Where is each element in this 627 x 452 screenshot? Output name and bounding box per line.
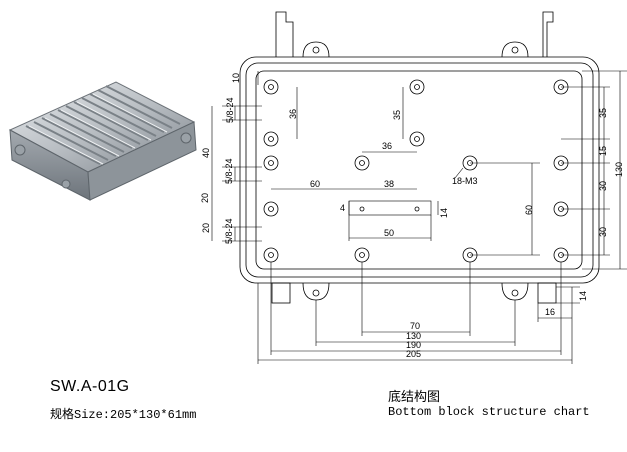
bottom-left-tab bbox=[271, 282, 291, 304]
dim-left-thread-b: 5/8-24 bbox=[224, 158, 234, 184]
housing-inner-outline bbox=[245, 62, 594, 278]
mounting-holes bbox=[263, 79, 569, 263]
bottom-right-ear bbox=[501, 282, 529, 301]
product-model: SW.A-01G bbox=[50, 378, 130, 395]
dim-bottom-190: 190 bbox=[406, 340, 421, 350]
bottom-right-tab bbox=[537, 282, 557, 304]
dim-v14-mid: 14 bbox=[439, 208, 449, 218]
dim-top-margin: 10 bbox=[231, 73, 241, 83]
dim-bottom-70: 70 bbox=[410, 321, 420, 331]
dim-right-30-a: 30 bbox=[598, 181, 608, 191]
caption-english: Bottom block structure chart bbox=[388, 405, 590, 419]
dim-left-36: 36 bbox=[288, 109, 298, 119]
dim-left-40: 40 bbox=[201, 148, 211, 158]
bottom-left-ear bbox=[302, 282, 330, 301]
dim-bottom-130: 130 bbox=[406, 331, 421, 341]
product-size-spec: 规格Size:205*130*61mm bbox=[50, 408, 197, 422]
caption-chinese: 底结构图 bbox=[388, 390, 441, 405]
enclosure-photo bbox=[8, 81, 197, 201]
dim-bottom-205: 205 bbox=[406, 349, 421, 359]
dim-right-130: 130 bbox=[614, 162, 624, 177]
dim-h36: 36 bbox=[382, 141, 392, 151]
top-right-ear bbox=[501, 41, 529, 58]
dim-h38: 38 bbox=[384, 179, 394, 189]
dim-left-20-a: 20 bbox=[200, 193, 210, 203]
dim-v35: 35 bbox=[392, 110, 402, 120]
dim-bottom-16: 16 bbox=[545, 307, 555, 317]
hole-spec-note: 18-M3 bbox=[452, 176, 478, 186]
dim-left-20-b: 20 bbox=[201, 223, 211, 233]
dim-v60: 60 bbox=[524, 205, 534, 215]
dim-left-thread-a: 5/8-24 bbox=[225, 97, 235, 123]
top-left-ear bbox=[302, 41, 330, 58]
top-left-clip bbox=[275, 11, 294, 57]
dim-right-30-b: 30 bbox=[598, 227, 608, 237]
housing-cover-outline bbox=[255, 70, 583, 270]
top-right-clip bbox=[542, 11, 554, 57]
housing-outer-outline bbox=[239, 56, 600, 284]
dim-h50: 50 bbox=[384, 228, 394, 238]
dim-right-35: 35 bbox=[598, 108, 608, 118]
dim-right-14: 14 bbox=[578, 291, 588, 301]
dim-right-15: 15 bbox=[598, 146, 608, 156]
dim-h60: 60 bbox=[310, 179, 320, 189]
dim-v4: 4 bbox=[340, 203, 345, 213]
dim-left-thread-c: 5/8-24 bbox=[224, 218, 234, 244]
